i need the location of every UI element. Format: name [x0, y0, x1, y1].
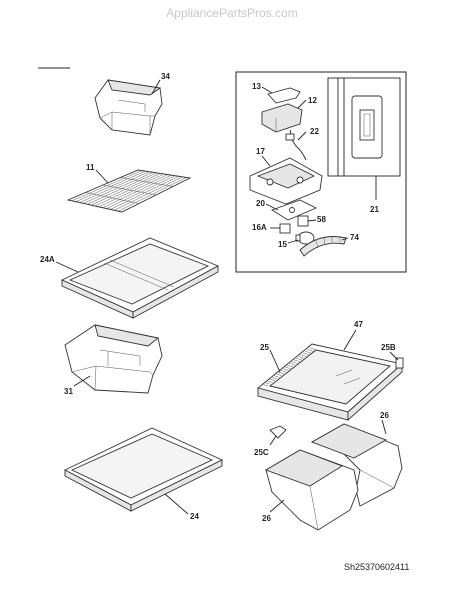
frame-hatch-line	[261, 383, 269, 387]
part-11-wire-shelf[interactable]	[66, 169, 192, 213]
callout-25B: 25B	[381, 343, 396, 352]
callout-34: 34	[161, 72, 170, 81]
callout-25C: 25C	[254, 448, 269, 457]
frame-hatch-line	[307, 349, 314, 352]
site-watermark: AppliancePartsPros.com	[166, 6, 297, 20]
frame-hatch-line	[282, 368, 289, 371]
part-17-light-housing[interactable]	[249, 157, 323, 205]
part-25-crisper-cover-frame[interactable]	[257, 343, 403, 422]
callout-21: 21	[370, 205, 379, 214]
callout-22: 22	[310, 127, 319, 136]
part-47-glass-insert[interactable]	[335, 369, 361, 385]
callout-24A: 24A	[40, 255, 55, 264]
callout-26-left: 26	[262, 514, 271, 523]
callout-17: 17	[256, 147, 265, 156]
callout-24: 24	[190, 512, 199, 521]
shelf-crossbar	[102, 184, 157, 196]
callout-47: 47	[354, 320, 363, 329]
frame-hatch-line	[300, 354, 307, 357]
callout-31: 31	[64, 387, 73, 396]
control-assembly-box	[235, 71, 407, 273]
frame-hatch-line	[298, 356, 305, 359]
frame-hatch-line	[266, 380, 273, 383]
frame-hatch-line	[291, 361, 298, 364]
shelf-crossbar	[120, 177, 174, 187]
frame-hatch-line	[296, 357, 303, 361]
callout-26-right: 26	[380, 411, 389, 420]
callout-13: 13	[252, 82, 261, 91]
part-74-light-lens[interactable]	[299, 236, 347, 257]
frame-hatch-line	[284, 366, 291, 369]
part-26-crisper-pan-left[interactable]	[264, 449, 359, 531]
diagram-code: Sh25370602411	[344, 562, 409, 572]
frame-hatch-line	[293, 359, 300, 363]
frame-hatch-line	[271, 376, 278, 380]
shelf-crossbar	[85, 192, 140, 204]
callout-58: 58	[317, 215, 326, 224]
frame-hatch-line	[268, 378, 275, 382]
callout-11: 11	[86, 163, 95, 172]
callout-12: 12	[308, 96, 317, 105]
part-20-bracket[interactable]	[270, 199, 318, 221]
callout-25: 25	[260, 343, 269, 352]
callout-15: 15	[278, 240, 287, 249]
frame-hatch-line	[275, 373, 282, 376]
part-24A-glass-shelf[interactable]	[60, 237, 220, 319]
callout-16A: 16A	[252, 223, 267, 232]
part-24-crisper-cover[interactable]	[64, 427, 224, 512]
frame-hatch-line	[273, 375, 280, 378]
part-25C-support[interactable]	[269, 425, 287, 439]
part-58-lamp-socket[interactable]	[297, 215, 309, 227]
frame-hatch-line	[289, 363, 296, 366]
part-22-wire-harness[interactable]	[285, 129, 307, 161]
frame-hatch-line	[286, 364, 294, 368]
part-26-crisper-pan-right[interactable]	[310, 423, 403, 507]
frame-hatch-line	[264, 382, 271, 385]
callout-74: 74	[350, 233, 359, 242]
frame-hatch-line	[302, 352, 309, 356]
part-25B-end-cap[interactable]	[395, 357, 404, 369]
frame-hatch-line	[305, 350, 312, 354]
part-12-light-cover[interactable]	[261, 103, 303, 133]
part-34-crisper-pan[interactable]	[94, 79, 163, 136]
part-21-control-panel[interactable]	[327, 77, 401, 177]
part-13-light-clip[interactable]	[267, 87, 301, 104]
frame-hatch-line	[277, 371, 284, 375]
frame-hatch-line	[309, 347, 316, 350]
part-15-light-bulb[interactable]	[295, 231, 315, 245]
frame-hatch-line	[280, 369, 287, 373]
part-16A-switch[interactable]	[279, 223, 291, 234]
callout-20: 20	[256, 199, 265, 208]
